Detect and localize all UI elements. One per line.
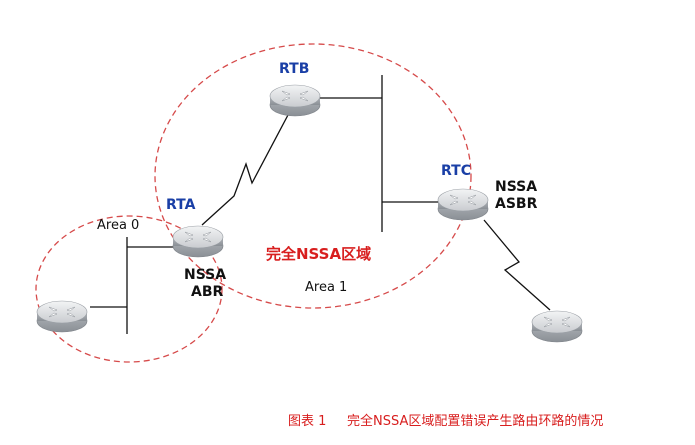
area0-label: Area 0 [97,218,139,233]
router-icon [437,188,489,221]
area1-boundary [154,43,472,309]
rtc-role-line1: NSSA [495,179,537,195]
rta-role-line2: ABR [191,284,224,300]
router-label-rtc: RTC [441,163,471,179]
router-icon [531,310,583,343]
rta-role-line1: NSSA [184,267,226,283]
router-icon [36,300,88,333]
rtc-role-line2: ASBR [495,196,538,212]
serial-link-rta-rtb [201,114,289,226]
router-icon [172,225,224,258]
router-icon [269,84,321,117]
area1-label: Area 1 [305,280,347,295]
area0-boundary [35,215,223,363]
router-label-rtb: RTB [279,61,309,77]
totally-nssa-label: 完全NSSA区域 [266,245,371,263]
serial-link-rtc-router [483,219,551,311]
figure-caption-label: 图表 1 [288,414,326,429]
router-label-rta: RTA [166,197,196,213]
figure-caption-text: 完全NSSA区域配置错误产生路由环路的情况 [347,413,603,429]
